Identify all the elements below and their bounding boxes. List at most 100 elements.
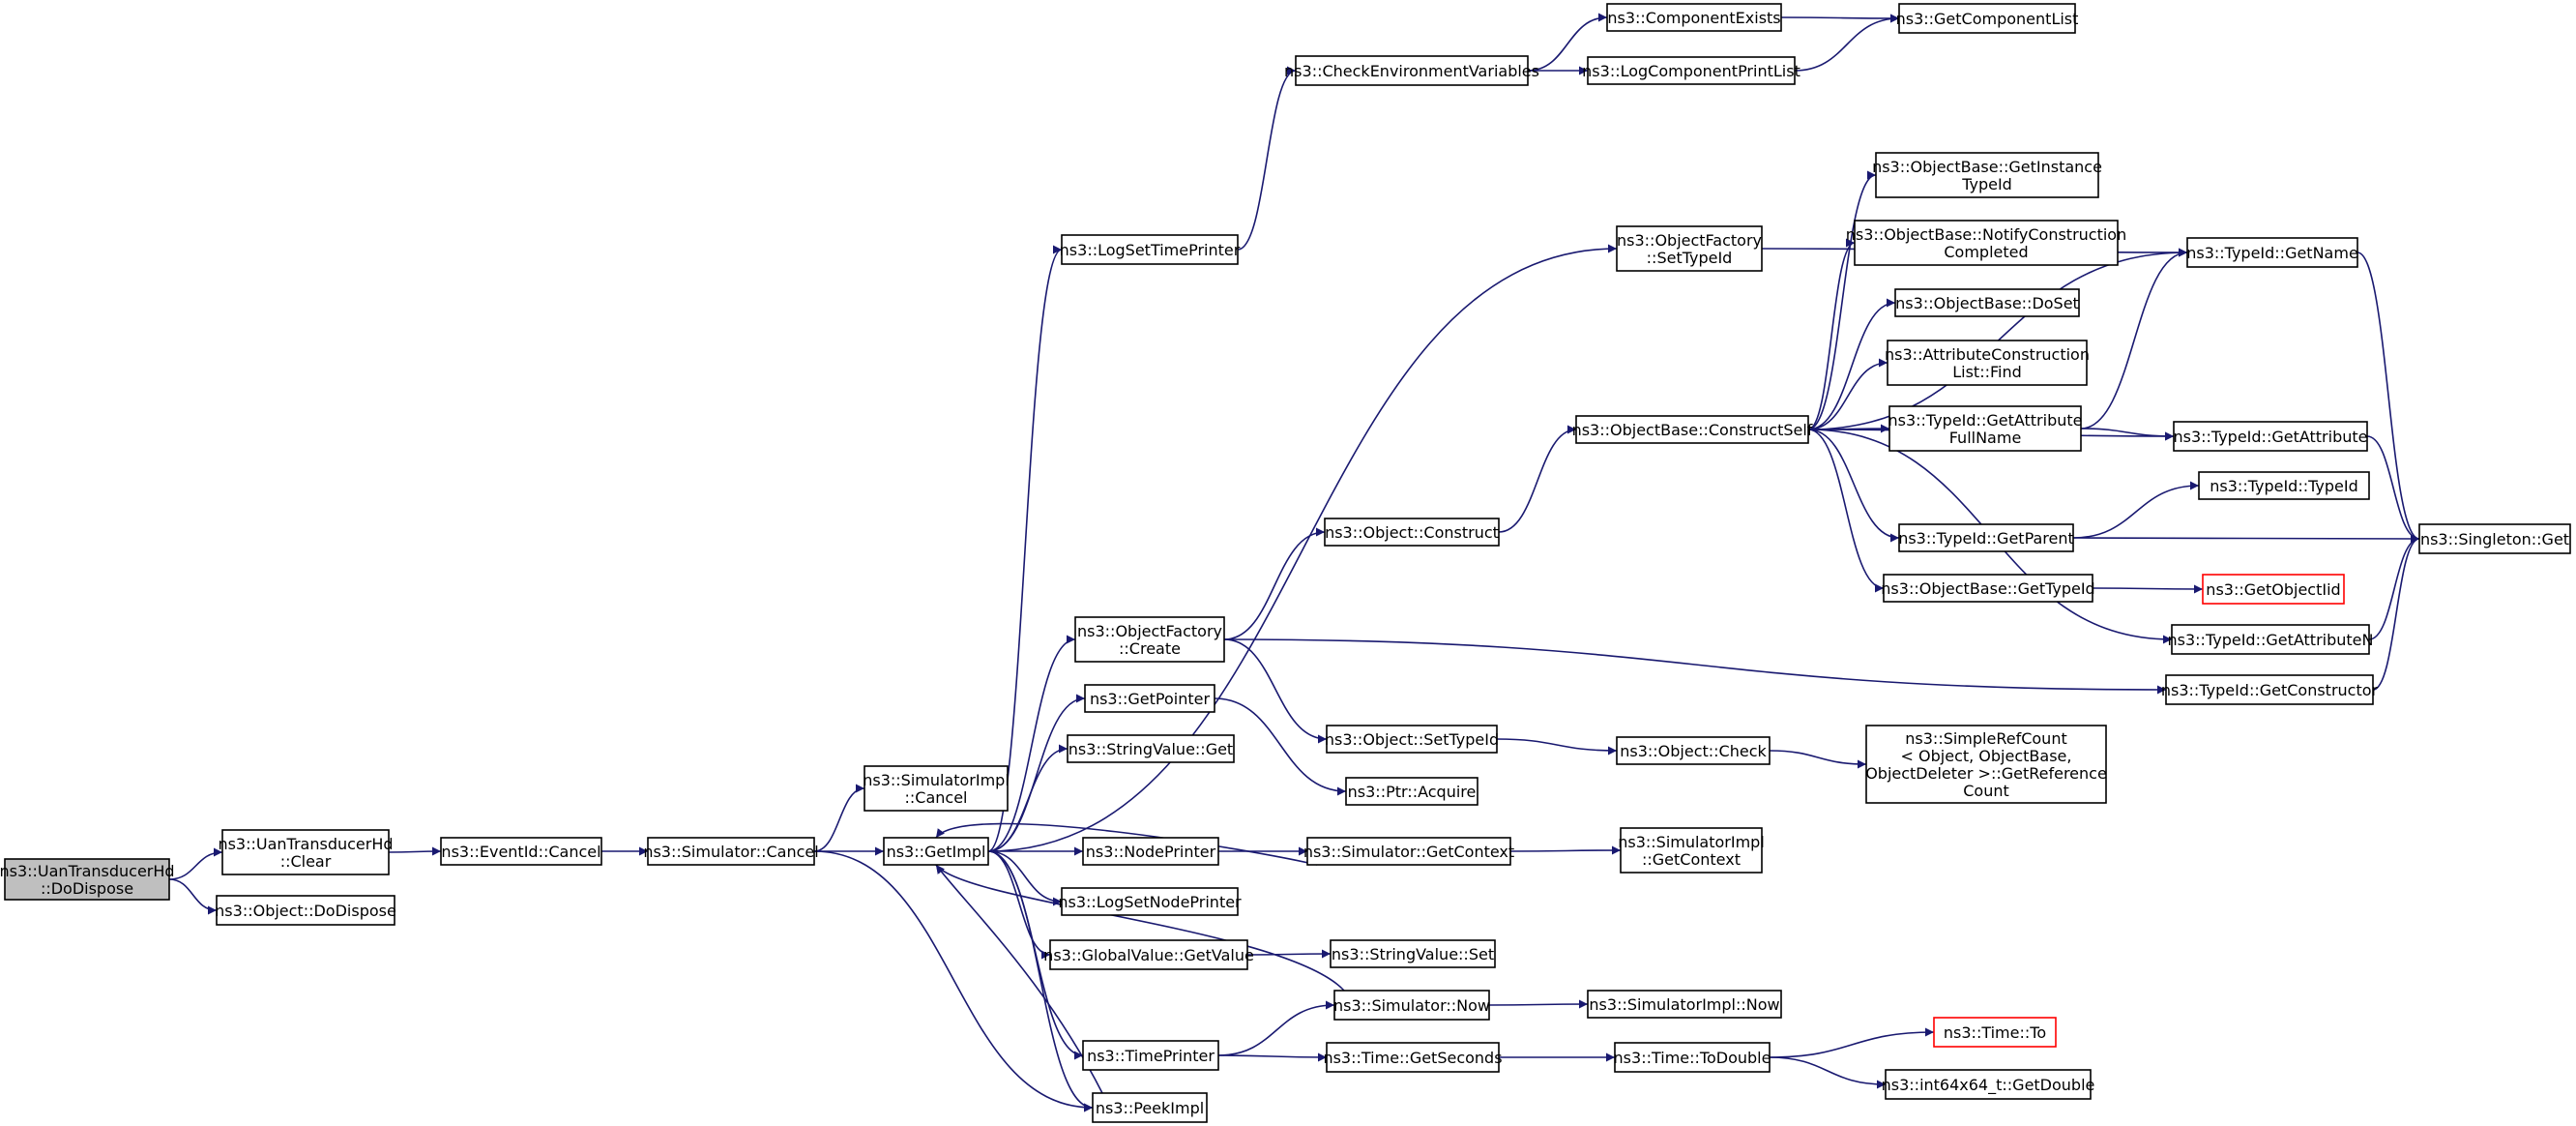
node-label: ::SetTypeId (1647, 249, 1733, 267)
node-simplerefcount[interactable]: ns3::SimpleRefCount< Object, ObjectBase,… (1865, 725, 2107, 804)
edge-checkenv-to-compexists (1527, 13, 1608, 72)
node-label: ObjectDeleter >::GetReference (1865, 764, 2107, 783)
node-label: ns3::LogSetNodePrinter (1058, 893, 1242, 911)
node-label: ns3::ObjectBase::DoSet (1895, 294, 2079, 312)
node-ofcreate[interactable]: ns3::ObjectFactory::Create (1074, 616, 1225, 663)
node-label: ns3::StringValue::Set (1332, 945, 1494, 963)
node-tidgetparent[interactable]: ns3::TypeId::GetParent (1898, 523, 2074, 552)
node-logsettimeprinter[interactable]: ns3::LogSetTimePrinter (1060, 234, 1241, 265)
node-objcheck[interactable]: ns3::Object::Check (1616, 736, 1771, 765)
node-tidgetconstructor[interactable]: ns3::TypeId::GetConstructor (2161, 674, 2379, 705)
node-dodispose[interactable]: ns3::Object::DoDispose (215, 895, 396, 926)
node-label: ns3::Ptr::Acquire (1348, 783, 1477, 801)
node-box (1326, 1042, 1500, 1073)
edge-obgettypeid-to-getobjectiid (2092, 584, 2204, 594)
node-stringvalueset[interactable]: ns3::StringValue::Set (1330, 939, 1496, 968)
node-box (440, 837, 602, 866)
node-globalvaluegetvalue[interactable]: ns3::GlobalValue::GetValue (1043, 939, 1254, 970)
edge-simcancel-to-peekimpl (813, 850, 1094, 1112)
node-box (1333, 990, 1490, 1021)
node-tidgetname[interactable]: ns3::TypeId::GetName (2186, 237, 2358, 268)
node-constructself[interactable]: ns3::ObjectBase::ConstructSelf (1572, 415, 1813, 444)
node-tidgetattribute[interactable]: ns3::TypeId::GetAttribute (2173, 421, 2368, 452)
node-getimpl[interactable]: ns3::GetImpl (883, 837, 989, 866)
node-simimplgetcontext[interactable]: ns3::SimulatorImpl::GetContext (1618, 827, 1765, 874)
edge-simgetcontext-to-getimpl (935, 822, 1318, 866)
node-label: ns3::int64x64_t::GetDouble (1882, 1076, 2095, 1095)
node-label: ns3::Object::Construct (1325, 523, 1499, 542)
node-box (1074, 616, 1225, 663)
edge-constructself-to-tidgetparent (1807, 429, 1900, 543)
node-root[interactable]: ns3::UanTransducerHd::DoDispose (0, 858, 175, 901)
edge-timetodouble-to-int64getdouble (1769, 1056, 1887, 1089)
node-box (1898, 523, 2074, 552)
node-getcomplist[interactable]: ns3::GetComponentList (1896, 3, 2079, 34)
node-box (1306, 837, 1511, 866)
node-peekimpl[interactable]: ns3::PeekImpl (1092, 1092, 1208, 1123)
node-doset[interactable]: ns3::ObjectBase::DoSet (1894, 288, 2080, 317)
node-timeto[interactable]: ns3::Time::To (1933, 1017, 2057, 1048)
nodes-layer: ns3::UanTransducerHd::DoDispose ns3::UanT… (0, 3, 2571, 1123)
node-notifyconstruction[interactable]: ns3::ObjectBase::NotifyConstructionCompl… (1846, 220, 2126, 266)
node-simnow[interactable]: ns3::Simulator::Now (1333, 990, 1490, 1021)
node-timeprinter[interactable]: ns3::TimePrinter (1082, 1040, 1219, 1071)
edge-ofcreate-to-objsettypeid (1223, 638, 1328, 744)
node-checkenv[interactable]: ns3::CheckEnvironmentVariables (1284, 55, 1539, 86)
node-label: ::Create (1119, 639, 1181, 658)
node-getpointer[interactable]: ns3::GetPointer (1084, 684, 1215, 713)
node-label: ns3::GetImpl (887, 843, 986, 861)
node-label: Completed (1944, 243, 2028, 261)
node-simimplcancel[interactable]: ns3::SimulatorImpl::Cancel (863, 765, 1010, 812)
node-tidtypeid[interactable]: ns3::TypeId::TypeId (2198, 471, 2370, 500)
edge-ofcreate-to-tidgetconstructor (1223, 638, 2167, 695)
edge-timeprinter-to-timegetseconds (1217, 1052, 1328, 1062)
node-label: ns3::GlobalValue::GetValue (1043, 946, 1254, 964)
node-stringvalueget[interactable]: ns3::StringValue::Get (1067, 734, 1235, 763)
node-logcompprint[interactable]: ns3::LogComponentPrintList (1582, 56, 1800, 85)
node-ptracquire[interactable]: ns3::Ptr::Acquire (1345, 777, 1478, 806)
node-box (1061, 234, 1239, 265)
node-label: ns3::TypeId::TypeId (2210, 477, 2357, 495)
node-simgetcontext[interactable]: ns3::Simulator::GetContext (1303, 837, 1514, 866)
node-simimplnow[interactable]: ns3::SimulatorImpl::Now (1587, 990, 1782, 1019)
node-box (1587, 990, 1782, 1019)
node-box (1326, 725, 1498, 754)
node-obgettypeid[interactable]: ns3::ObjectBase::GetTypeId (1881, 574, 2095, 603)
node-clear[interactable]: ns3::UanTransducerHd::Clear (218, 829, 394, 875)
node-label: ns3::TypeId::GetName (2186, 244, 2358, 262)
node-label: ns3::SimulatorImpl (863, 771, 1010, 789)
edge-root-to-clear (168, 847, 223, 880)
node-getobjectiid[interactable]: ns3::GetObjectIid (2202, 574, 2345, 605)
node-box (2186, 237, 2358, 268)
node-label: ns3::ComponentExists (1607, 9, 1780, 27)
node-box (2418, 523, 2571, 554)
node-box (1885, 1069, 2092, 1100)
node-box (1345, 777, 1478, 806)
node-evcancel[interactable]: ns3::EventId::Cancel (440, 837, 602, 866)
node-compexists[interactable]: ns3::ComponentExists (1606, 3, 1782, 32)
node-tidgetattributen[interactable]: ns3::TypeId::GetAttributeN (2168, 624, 2374, 655)
node-box (1865, 725, 2107, 804)
edge-objsettypeid-to-objcheck (1496, 738, 1618, 756)
node-box (2198, 471, 2370, 500)
node-nodeprinter[interactable]: ns3::NodePrinter (1082, 837, 1219, 866)
node-objconstruct[interactable]: ns3::Object::Construct (1324, 518, 1500, 547)
node-int64getdouble[interactable]: ns3::int64x64_t::GetDouble (1882, 1069, 2095, 1100)
node-simcancel[interactable]: ns3::Simulator::Cancel (643, 837, 819, 866)
node-objsettypeid[interactable]: ns3::Object::SetTypeId (1325, 725, 1499, 754)
node-label: ns3::Time::To (1944, 1023, 2046, 1042)
node-label: ns3::StringValue::Get (1068, 740, 1233, 758)
node-ofsettypeid[interactable]: ns3::ObjectFactory::SetTypeId (1616, 225, 1763, 272)
node-box (1888, 405, 2082, 452)
node-timegetseconds[interactable]: ns3::Time::GetSeconds (1323, 1042, 1503, 1073)
node-singletonget[interactable]: ns3::Singleton::Get (2418, 523, 2571, 554)
node-label: ns3::LogComponentPrintList (1582, 62, 1800, 80)
node-logsetnodeprinter[interactable]: ns3::LogSetNodePrinter (1058, 887, 1242, 916)
node-timetodouble[interactable]: ns3::Time::ToDouble (1614, 1042, 1771, 1073)
node-label: ns3::UanTransducerHd (218, 835, 393, 853)
edge-getimpl-to-stringvalueget (987, 744, 1068, 852)
node-box (1933, 1017, 2057, 1048)
